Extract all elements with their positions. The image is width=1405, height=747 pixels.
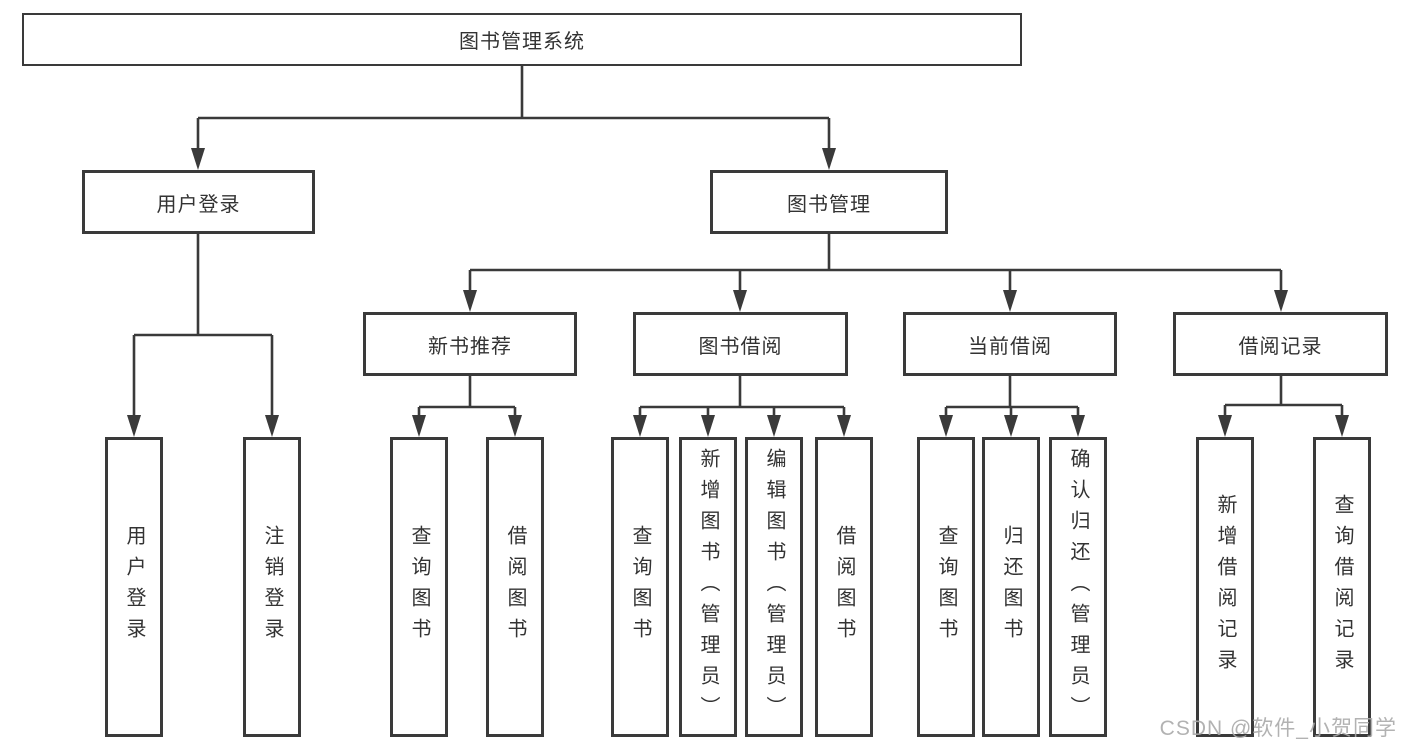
node-leaf-user-login: 用户登录 <box>105 437 163 737</box>
leaf-label: 用户登录 <box>123 525 145 649</box>
leaf-label: 编辑图书（管理员） <box>763 447 785 727</box>
leaf-label: 借阅图书 <box>833 525 855 649</box>
leaf-label: 查询图书 <box>408 525 430 649</box>
node-book-borrow-label: 图书借阅 <box>698 335 783 358</box>
leaf-label: 注销登录 <box>261 525 283 649</box>
node-book-borrow: 图书借阅 <box>633 312 848 376</box>
node-leaf-logout: 注销登录 <box>243 437 301 737</box>
leaf-label: 新增图书（管理员） <box>697 447 719 727</box>
node-root-label: 图书管理系统 <box>459 31 585 53</box>
node-leaf-borrow-books-recommend: 借阅图书 <box>486 437 544 737</box>
node-root: 图书管理系统 <box>22 13 1022 66</box>
leaf-label: 确认归还（管理员） <box>1067 447 1089 727</box>
node-current-borrow: 当前借阅 <box>903 312 1117 376</box>
node-leaf-query-books-borrow: 查询图书 <box>611 437 669 737</box>
node-new-book-recommend: 新书推荐 <box>363 312 577 376</box>
leaf-label: 查询图书 <box>935 525 957 649</box>
node-leaf-add-books-admin: 新增图书（管理员） <box>679 437 737 737</box>
node-borrow-records: 借阅记录 <box>1173 312 1388 376</box>
node-leaf-query-books-recommend: 查询图书 <box>390 437 448 737</box>
node-leaf-borrow-books: 借阅图书 <box>815 437 873 737</box>
node-leaf-add-borrow-record: 新增借阅记录 <box>1196 437 1254 737</box>
node-new-book-recommend-label: 新书推荐 <box>428 335 512 358</box>
leaf-label: 借阅图书 <box>504 525 526 649</box>
csdn-watermark: CSDN @软件_小贺同学 <box>1159 717 1397 740</box>
node-borrow-records-label: 借阅记录 <box>1238 335 1323 358</box>
leaf-label: 查询图书 <box>629 525 651 649</box>
node-leaf-return-books: 归还图书 <box>982 437 1040 737</box>
leaf-label: 查询借阅记录 <box>1331 494 1353 680</box>
node-book-management: 图书管理 <box>710 170 948 234</box>
leaf-label: 归还图书 <box>1000 525 1022 649</box>
node-user-login-label: 用户登录 <box>156 193 241 216</box>
node-user-login: 用户登录 <box>82 170 315 234</box>
node-leaf-edit-books-admin: 编辑图书（管理员） <box>745 437 803 737</box>
node-current-borrow-label: 当前借阅 <box>968 335 1052 358</box>
node-leaf-query-books-current: 查询图书 <box>917 437 975 737</box>
node-leaf-confirm-return-admin: 确认归还（管理员） <box>1049 437 1107 737</box>
arrowheads <box>127 148 1349 437</box>
node-book-management-label: 图书管理 <box>787 193 871 216</box>
node-leaf-query-borrow-record: 查询借阅记录 <box>1313 437 1371 737</box>
leaf-label: 新增借阅记录 <box>1214 494 1236 680</box>
